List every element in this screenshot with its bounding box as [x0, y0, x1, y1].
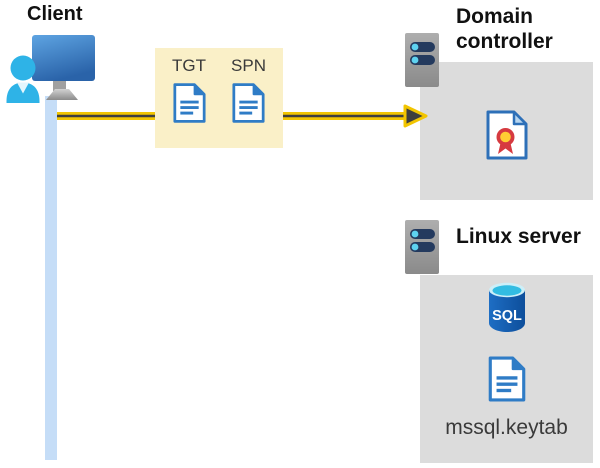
tgt-label: TGT [172, 56, 207, 75]
monitor-stand-neck [53, 81, 66, 91]
domain-controller-title: Domain controller [456, 5, 553, 53]
sql-label: SQL [492, 308, 522, 324]
linux-server-svg [405, 220, 439, 274]
client-timeline-bar [45, 96, 57, 460]
person-collar-shape [17, 82, 29, 94]
spn-label: SPN [231, 56, 266, 75]
ticket-panel: TGT SPN [155, 48, 283, 148]
keytab-filename-label: mssql.keytab [445, 416, 568, 439]
certificate-icon [486, 110, 527, 160]
tgt-document-icon [172, 83, 206, 123]
domain-controller-server-svg [405, 33, 439, 87]
sql-database-icon: SQL [488, 282, 525, 332]
client-workstation-svg [6, 35, 95, 103]
monitor-stand-base [46, 89, 78, 100]
monitor-shape [32, 35, 95, 81]
keytab-document-icon [488, 356, 525, 402]
domain-controller-panel [420, 62, 593, 200]
arrow-head [403, 104, 428, 128]
spn-ticket: SPN [231, 56, 266, 148]
client-workstation-icon [6, 31, 116, 106]
spn-document-icon [232, 83, 265, 123]
linux-server-title: Linux server [456, 225, 581, 248]
linux-server-icon [404, 219, 440, 275]
client-title: Client [27, 3, 83, 25]
linux-server-panel: SQL mssql.keytab [420, 275, 593, 463]
person-head-shape [10, 55, 36, 81]
tgt-ticket: TGT [172, 56, 206, 148]
domain-controller-server-icon [404, 32, 440, 88]
